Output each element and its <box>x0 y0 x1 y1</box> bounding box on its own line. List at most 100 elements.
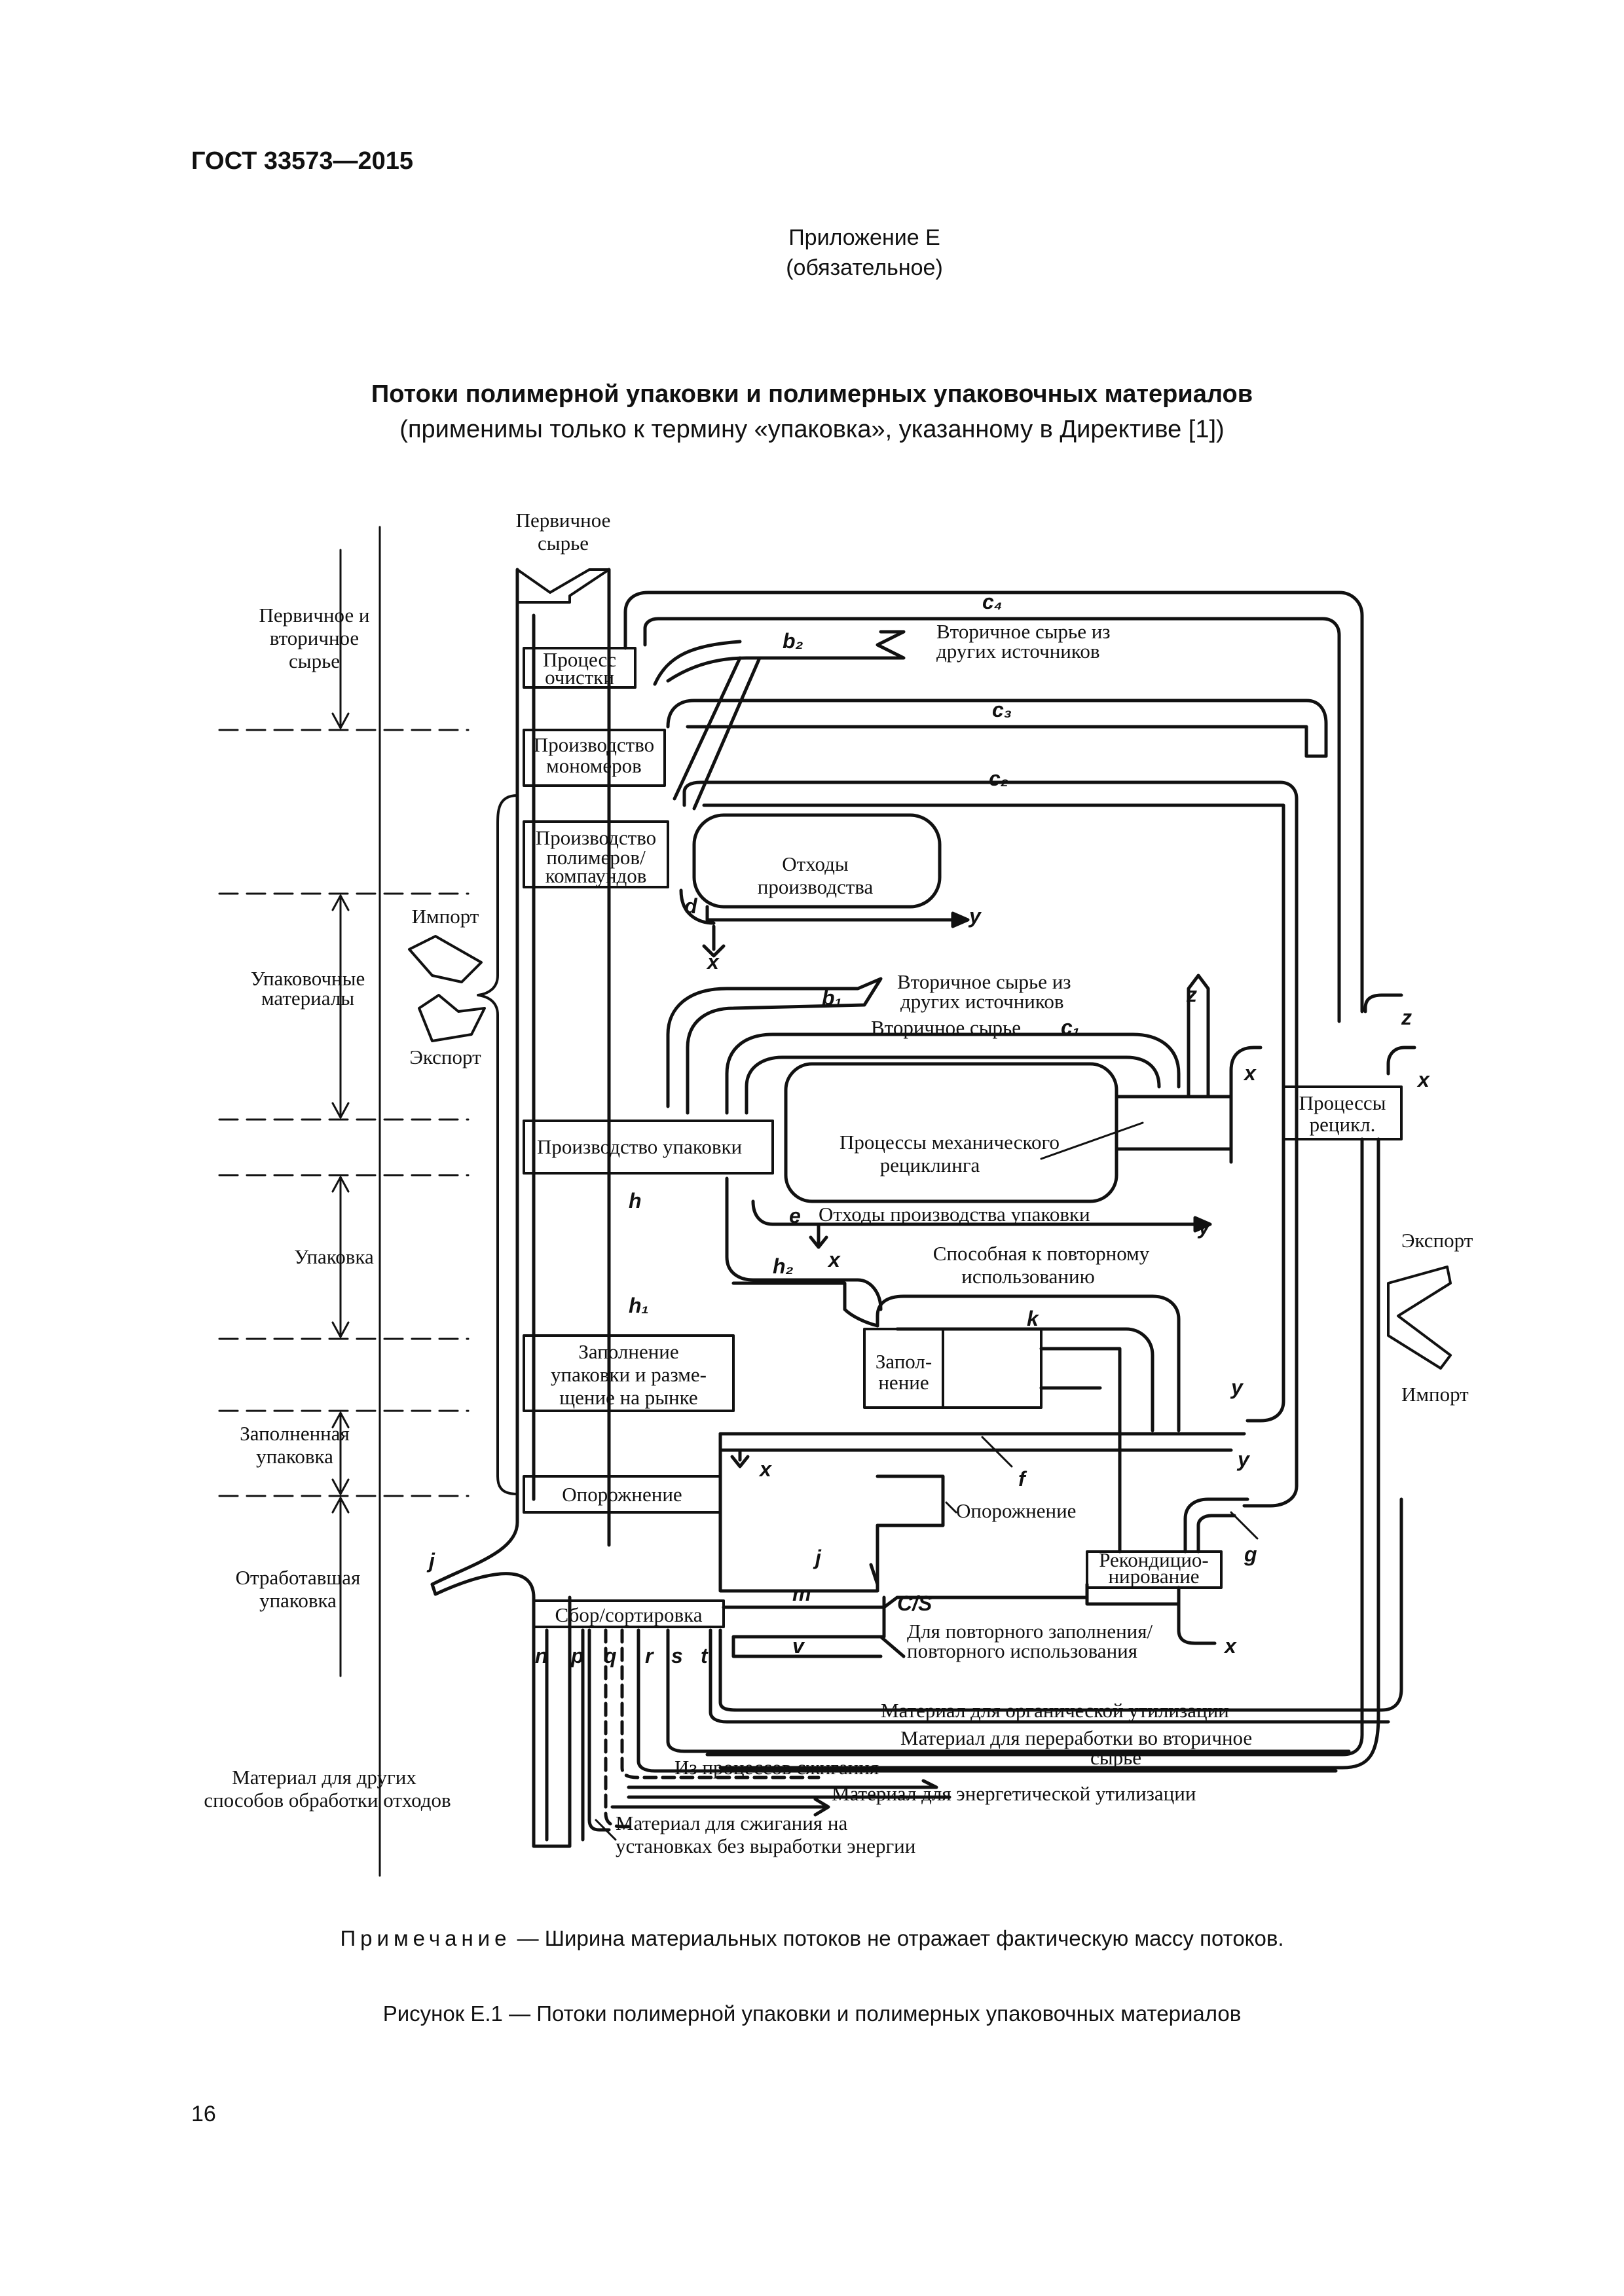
label-from-incineration: Из процессов сжигания <box>674 1756 879 1779</box>
export-arrow-icon <box>418 994 486 1042</box>
flow-z-up <box>1187 974 1210 1099</box>
label-reusable: Способная к повторному <box>933 1242 1150 1265</box>
right-trunk-inner <box>705 1137 1364 1757</box>
flow-b2-diag2 <box>673 656 742 801</box>
label-monomers: Производство <box>534 733 654 756</box>
flow-letter: c₄ <box>982 590 1003 613</box>
flow-y-right2 <box>1242 1137 1299 1508</box>
stage-arrow <box>331 894 350 1119</box>
flow-letter: j <box>426 1549 435 1573</box>
collection-box <box>532 1599 725 1628</box>
flow-b2-diag <box>692 656 762 811</box>
recond-to-refill <box>1085 1429 1181 1606</box>
label-prod-waste: производства <box>758 875 874 898</box>
stage-packaging-materials: Упаковочные <box>251 967 365 990</box>
flow-f-leader <box>981 1436 1013 1468</box>
stage-arrow <box>331 1497 350 1677</box>
flow-x-recond <box>1177 1586 1217 1645</box>
flow-letter: f <box>1018 1467 1027 1491</box>
polymers-box <box>523 820 669 888</box>
emptying-left-stem <box>718 1432 879 1593</box>
stage-arrow <box>331 1412 350 1495</box>
label-emptying-left: Опорожнение <box>562 1483 682 1506</box>
note-text: — Ширина материальных потоков не отражае… <box>511 1926 1284 1950</box>
flow-letter: e <box>789 1204 801 1228</box>
flow-x-mid <box>1229 1046 1263 1089</box>
filling-process-box <box>942 1328 1043 1409</box>
filling-market-box <box>523 1334 735 1412</box>
label-energy: Материал для энергетической утилизации <box>832 1782 1196 1805</box>
flow-b2 <box>666 630 906 683</box>
flow-letter: x <box>706 950 720 974</box>
label-organic: Материал для органической утилизации <box>881 1699 1229 1722</box>
flow-letter: s <box>671 1644 683 1667</box>
label-mech-recycling: рециклинга <box>880 1154 980 1176</box>
flow-letter: n <box>535 1644 548 1667</box>
exit-q <box>604 1628 631 1829</box>
import-arrow-icon <box>408 935 483 983</box>
flow-letter: p <box>570 1644 584 1667</box>
label-filling-market: щение на рынке <box>559 1386 697 1409</box>
figure-title: Потоки полимерной упаковки и полимерных … <box>196 376 1428 447</box>
figure-caption: Рисунок Е.1 — Потоки полимерной упаковки… <box>382 2001 1242 2026</box>
production-waste-box <box>692 813 942 909</box>
label-monomers: мономеров <box>546 754 642 777</box>
label-recycling: Процессы <box>1299 1091 1386 1114</box>
flow-letter: y <box>1230 1376 1244 1399</box>
exit-q2 <box>620 1628 821 1779</box>
label-mech-recycling: Процессы механического <box>840 1131 1060 1154</box>
flow-letter: h <box>629 1189 642 1212</box>
exit-p <box>587 1628 611 1832</box>
flow-c4-inner <box>643 617 1341 1023</box>
stage-arrow <box>331 1176 350 1338</box>
flow-letter: x <box>758 1457 772 1481</box>
label-cleaning: очистки <box>545 666 614 689</box>
flow-c1-inner <box>745 1055 1161 1115</box>
flow-recond-up <box>1183 1497 1249 1554</box>
flow-j <box>869 1523 879 1586</box>
flow-letter: k <box>1027 1307 1040 1330</box>
flow-reusable-inner <box>895 1327 1154 1432</box>
label-reusable: использованию <box>961 1265 1095 1288</box>
figure-title-main: Потоки полимерной упаковки и полимерных … <box>371 380 1253 408</box>
emptying-right-flow <box>876 1474 945 1527</box>
label-incineration: Материал для сжигания на <box>616 1812 847 1834</box>
flow-letter: d <box>684 894 698 918</box>
flow-letter: c₁ <box>1061 1015 1080 1039</box>
label-refill: Для повторного заполнения/ <box>907 1620 1153 1643</box>
label-secondary-raw: Вторичное сырье <box>871 1016 1021 1039</box>
label-export-right: Экспорт <box>1401 1229 1473 1252</box>
flow-c2 <box>682 780 1299 1141</box>
flow-to-recycling <box>1115 1085 1233 1164</box>
label-packaging-waste: Отходы производства упаковки <box>819 1203 1090 1226</box>
flow-letter: z <box>1186 983 1197 1006</box>
exit-t-outer <box>718 1497 1403 1712</box>
label-refill: повторного использования <box>907 1639 1137 1662</box>
flow-d <box>679 888 726 958</box>
flow-y-right <box>1246 1137 1285 1423</box>
flow-x-right <box>1386 1046 1416 1076</box>
flow-energy <box>610 1797 830 1817</box>
label-polymers: Производство <box>536 826 656 849</box>
stage-primary-secondary: вторичное <box>270 627 359 649</box>
annex-status: (обязательное) <box>786 255 943 280</box>
flow-letter: g <box>1244 1542 1257 1566</box>
label-primary-raw: сырье <box>538 532 589 555</box>
label-incineration: установках без выработки энергии <box>616 1834 915 1857</box>
label-export: Экспорт <box>409 1046 481 1068</box>
page-number: 16 <box>191 2102 216 2126</box>
label-import-right: Импорт <box>1401 1383 1469 1406</box>
flow-letter: r <box>645 1644 654 1667</box>
label-import: Импорт <box>412 905 479 928</box>
label-packaging-production: Производство упаковки <box>537 1135 742 1158</box>
flow-c2-inner <box>702 803 1285 1141</box>
flow-cs <box>882 1595 1089 1609</box>
label-secondary-other: других источников <box>936 640 1100 663</box>
mech-recycling-leader <box>1040 1121 1144 1160</box>
flow-refill <box>879 1635 906 1658</box>
flow-letter: y <box>1236 1448 1251 1471</box>
export-right-arrow-icon <box>1387 1266 1452 1370</box>
flow-letter: x <box>1243 1061 1257 1085</box>
label-filling-market: упаковки и разме- <box>551 1363 707 1386</box>
